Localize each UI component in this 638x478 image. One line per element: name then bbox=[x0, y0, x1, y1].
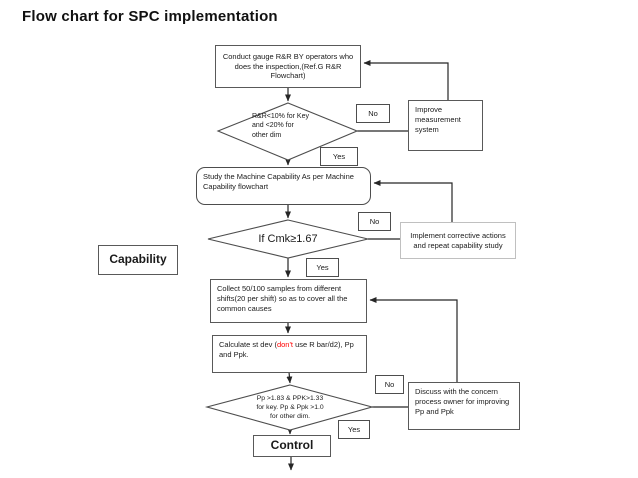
arrow-improve-to-conduct bbox=[363, 60, 449, 100]
arrow-calculate-to-pp-decision bbox=[286, 371, 293, 384]
pp-decision-text: Pp >1.83 & PPK>1.33 for key. Pp & Ppk >1… bbox=[240, 394, 340, 422]
rr-decision-line1: R&R<10% for Key bbox=[252, 113, 309, 120]
improve-measurement-text: Improve measurement system bbox=[415, 105, 461, 134]
rr-decision-diamond bbox=[216, 102, 359, 161]
study-machine-capability-text: Study the Machine Capability As per Mach… bbox=[203, 172, 354, 191]
rr-decision-line2: and <20% for bbox=[252, 122, 294, 130]
calculate-suffix: use R bar/d2), Pp and Ppk. bbox=[219, 340, 354, 359]
implement-corrective-box: Implement corrective actions and repeat … bbox=[400, 222, 516, 259]
collect-samples-text: Collect 50/100 samples from different sh… bbox=[217, 284, 348, 313]
calculate-prefix: Calculate st dev ( bbox=[219, 340, 277, 349]
yes-label-1-text: Yes bbox=[332, 152, 346, 161]
pp-decision-line3: for other dim. bbox=[269, 413, 311, 421]
pp-decision-line2: for key. Pp & Ppk >1.0 bbox=[256, 404, 324, 412]
rr-decision-line3: other dim bbox=[252, 131, 282, 139]
yes-label-3-text: Yes bbox=[347, 425, 361, 434]
cmk-decision-text: If Cmk≥1.67 bbox=[258, 233, 318, 245]
cmk-decision-diamond bbox=[207, 219, 369, 259]
no-label-1: No bbox=[356, 104, 390, 123]
implement-corrective-text: Implement corrective actions and repeat … bbox=[410, 230, 506, 250]
page-title: Flow chart for SPC implementation bbox=[22, 8, 278, 25]
yes-label-2-text: Yes bbox=[316, 263, 329, 272]
capability-label-text: Capability bbox=[109, 252, 167, 267]
pp-decision-line1: Pp >1.83 & PPK>1.33 bbox=[256, 395, 324, 402]
improve-measurement-box: Improve measurement system bbox=[408, 100, 483, 151]
pp-decision-diamond bbox=[204, 384, 375, 431]
discuss-process-owner-box: Discuss with the concern process owner f… bbox=[408, 382, 520, 430]
conduct-gauge-rr-text: Conduct gauge R&R BY operators who does … bbox=[222, 51, 354, 81]
yes-label-3: Yes bbox=[338, 420, 370, 439]
no-label-2-text: No bbox=[369, 217, 380, 226]
calculate-stdev-text: Calculate st dev (don't use R bar/d2), P… bbox=[219, 340, 360, 360]
calculate-stdev-box: Calculate st dev (don't use R bar/d2), P… bbox=[212, 335, 367, 373]
no-label-3-text: No bbox=[384, 380, 395, 389]
yes-label-2: Yes bbox=[306, 258, 339, 277]
control-text: Control bbox=[270, 438, 314, 453]
no-label-3: No bbox=[375, 375, 404, 394]
yes-label-1: Yes bbox=[320, 147, 358, 166]
no-label-1-text: No bbox=[368, 109, 378, 118]
capability-label-box: Capability bbox=[98, 245, 178, 275]
arrow-discuss-to-collect bbox=[369, 297, 458, 382]
control-box: Control bbox=[253, 435, 331, 457]
study-machine-capability-box: Study the Machine Capability As per Mach… bbox=[196, 167, 371, 205]
conduct-gauge-rr-box: Conduct gauge R&R BY operators who does … bbox=[215, 45, 361, 88]
discuss-process-owner-text: Discuss with the concern process owner f… bbox=[415, 387, 510, 416]
arrow-implement-to-study bbox=[373, 180, 453, 222]
rr-decision-text: R&R<10% for Key and <20% for other dim bbox=[252, 112, 336, 140]
collect-samples-box: Collect 50/100 samples from different sh… bbox=[210, 279, 367, 323]
calculate-highlight-dont: don't bbox=[276, 340, 293, 349]
no-label-2: No bbox=[358, 212, 391, 231]
